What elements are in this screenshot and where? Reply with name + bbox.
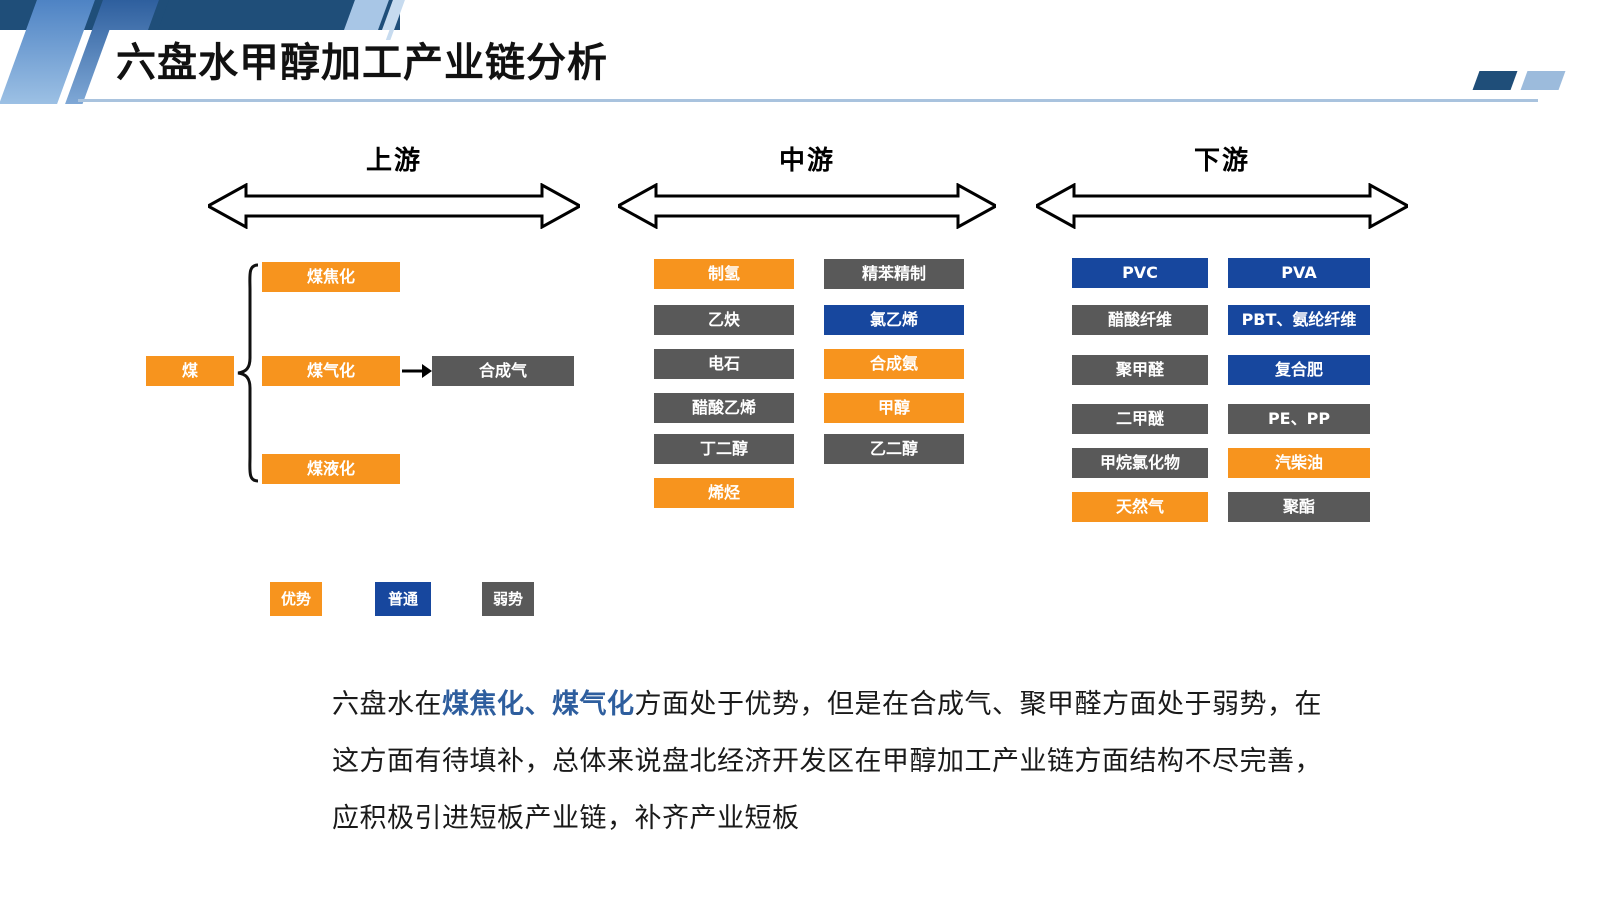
section-title-upstream: 上游 bbox=[365, 146, 422, 176]
section-title-midstream: 中游 bbox=[778, 146, 835, 176]
page-title: 六盘水甲醇加工产业链分析 bbox=[116, 40, 608, 86]
node-compound-fertilizer[interactable]: 复合肥 bbox=[1228, 355, 1370, 385]
node-vinyl-acetate[interactable]: 醋酸乙烯 bbox=[654, 393, 794, 423]
node-coal-coking[interactable]: 煤焦化 bbox=[262, 262, 400, 292]
node-syngas[interactable]: 合成气 bbox=[432, 356, 574, 386]
header-top-right-shape-light bbox=[1520, 71, 1566, 90]
double-arrow-icon bbox=[618, 183, 996, 229]
node-benzene-refining[interactable]: 精苯精制 bbox=[824, 259, 964, 289]
node-olefins[interactable]: 烯烃 bbox=[654, 478, 794, 508]
node-hydrogen-production[interactable]: 制氢 bbox=[654, 259, 794, 289]
node-pbt-spandex-fiber[interactable]: PBT、氨纶纤维 bbox=[1228, 305, 1370, 335]
node-pvc[interactable]: PVC bbox=[1072, 258, 1208, 288]
node-chloromethane[interactable]: 甲烷氯化物 bbox=[1072, 448, 1208, 478]
node-pva[interactable]: PVA bbox=[1228, 258, 1370, 288]
node-ethylene-glycol[interactable]: 乙二醇 bbox=[824, 434, 964, 464]
node-pe-pp[interactable]: PE、PP bbox=[1228, 404, 1370, 434]
node-butanediol[interactable]: 丁二醇 bbox=[654, 434, 794, 464]
summary-paragraph: 六盘水在煤焦化、煤气化方面处于优势，但是在合成气、聚甲醛方面处于弱势，在这方面有… bbox=[332, 676, 1332, 847]
node-gasoline-diesel[interactable]: 汽柴油 bbox=[1228, 448, 1370, 478]
section-header-midstream: 中游 bbox=[618, 140, 996, 229]
legend-item-advantage: 优势 bbox=[270, 582, 322, 616]
header-top-right-shape-dark bbox=[1472, 71, 1518, 90]
node-vinyl-chloride[interactable]: 氯乙烯 bbox=[824, 305, 964, 335]
brace-connector-icon bbox=[237, 263, 259, 483]
node-polyoxymethylene[interactable]: 聚甲醛 bbox=[1072, 355, 1208, 385]
section-header-upstream: 上游 bbox=[208, 140, 580, 229]
summary-part-2: 方面处于优势，但是在合成气、聚甲醛方面处于弱势，在这方面有待填补，总体来说盘北经… bbox=[332, 689, 1322, 834]
node-natural-gas[interactable]: 天然气 bbox=[1072, 492, 1208, 522]
node-methanol[interactable]: 甲醇 bbox=[824, 393, 964, 423]
node-coal-source[interactable]: 煤 bbox=[146, 356, 234, 386]
arrow-right-icon bbox=[402, 364, 432, 378]
node-synthetic-ammonia[interactable]: 合成氨 bbox=[824, 349, 964, 379]
header-divider-rule bbox=[78, 99, 1538, 102]
node-calcium-carbide[interactable]: 电石 bbox=[654, 349, 794, 379]
slide-header: 六盘水甲醇加工产业链分析 bbox=[0, 0, 1600, 104]
node-dimethyl-ether[interactable]: 二甲醚 bbox=[1072, 404, 1208, 434]
section-header-downstream: 下游 bbox=[1036, 140, 1408, 229]
node-polyester[interactable]: 聚酯 bbox=[1228, 492, 1370, 522]
node-coal-gasification[interactable]: 煤气化 bbox=[262, 356, 400, 386]
legend-item-weakness: 弱势 bbox=[482, 582, 534, 616]
section-title-downstream: 下游 bbox=[1193, 146, 1250, 176]
double-arrow-icon bbox=[208, 183, 580, 229]
summary-highlight: 煤焦化、煤气化 bbox=[442, 689, 635, 720]
node-coal-liquefaction[interactable]: 煤液化 bbox=[262, 454, 400, 484]
double-arrow-icon bbox=[1036, 183, 1408, 229]
summary-part-1: 六盘水在 bbox=[332, 689, 442, 720]
node-acetylene[interactable]: 乙炔 bbox=[654, 305, 794, 335]
legend-item-average: 普通 bbox=[375, 582, 431, 616]
node-acetate-fiber[interactable]: 醋酸纤维 bbox=[1072, 305, 1208, 335]
